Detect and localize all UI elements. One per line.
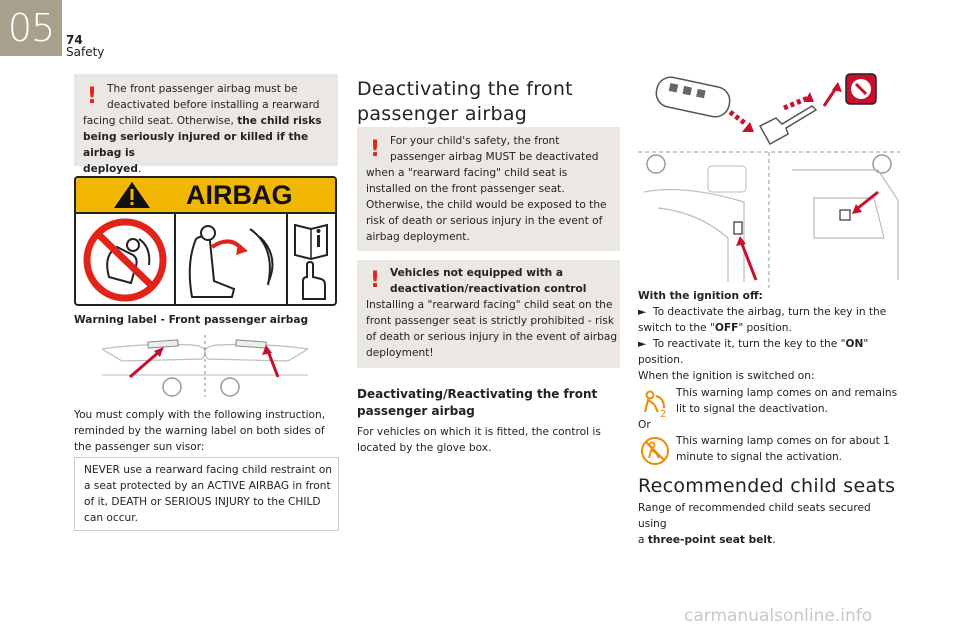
- notice-line: of it, DEATH or SERIOUS INJURY to the CH…: [84, 496, 321, 508]
- body-text: the passenger sun visor:: [74, 441, 205, 453]
- notice-line: a seat protected by an ACTIVE AIRBAG in …: [84, 480, 331, 492]
- step-text: To deactivate the airbag, turn the key i…: [652, 306, 887, 318]
- airbag-off-lamp-icon: 2: [644, 390, 666, 418]
- warning-line: For your child's safety, the front: [390, 135, 560, 147]
- svg-text:2: 2: [660, 409, 666, 418]
- bullet-icon: ►: [638, 338, 647, 350]
- warning-triangle-icon: [114, 182, 150, 208]
- chapter-tab: 05: [0, 0, 62, 56]
- body-text: When the ignition is switched on:: [638, 370, 815, 382]
- warning-box-rearward-seat: ! The front passenger airbag must be dea…: [74, 74, 338, 175]
- glove-box-illustration: [638, 151, 900, 288]
- section-title: Safety: [66, 45, 105, 59]
- warning-box-childs-safety: ! For your child's safety, the front pas…: [357, 127, 620, 251]
- warning-line: front passenger seat is strictly prohibi…: [366, 315, 614, 327]
- exclamation-icon: !: [87, 84, 98, 109]
- warning-line: risk of death or serious injury in the e…: [366, 215, 603, 227]
- body-text: reminded by the warning label on both si…: [74, 425, 325, 437]
- warning-line: Otherwise, the child would be exposed to…: [366, 199, 607, 211]
- subsection-heading: Deactivating/Reactivating the front: [357, 387, 598, 401]
- exclamation-icon: !: [370, 268, 381, 293]
- lamp-text: lit to signal the deactivation.: [676, 403, 828, 415]
- notice-line: NEVER use a rearward facing child restra…: [84, 464, 333, 476]
- body-text: You must comply with the following instr…: [74, 409, 326, 421]
- punctuation: .: [137, 163, 142, 175]
- warning-line: deployment!: [366, 347, 434, 359]
- sun-visor-illustration: [102, 335, 308, 397]
- warning-line: of death or serious injury in the event …: [366, 331, 618, 343]
- body-text: Range of recommended child seats secured…: [638, 502, 871, 530]
- bullet-icon: ►: [638, 306, 647, 318]
- step-text: switch to the ": [638, 322, 715, 334]
- warning-line: passenger airbag MUST be deactivated: [390, 151, 599, 163]
- lamp-text: minute to signal the activation.: [676, 451, 843, 463]
- airbag-label-title: AIRBAG: [186, 180, 293, 210]
- body-text: a: [638, 534, 648, 546]
- warning-emphasis: being seriously injured or killed if the…: [83, 131, 309, 159]
- warning-line: facing child seat. Otherwise,: [83, 115, 238, 127]
- subsection-heading: passenger airbag: [357, 404, 475, 418]
- body-emphasis: three-point seat belt: [647, 534, 773, 546]
- warning-line: Installing a "rearward facing" child sea…: [366, 299, 613, 311]
- off-label: OFF: [714, 322, 739, 334]
- lamp-text: This warning lamp comes on and remains: [676, 387, 898, 399]
- airbag-warning-label: AIRBAG: [74, 176, 337, 306]
- warning-box-no-control: ! Vehicles not equipped with a deactivat…: [357, 260, 620, 368]
- warning-title: Vehicles not equipped with a: [390, 267, 564, 279]
- lamp-text: This warning lamp comes on for about 1: [676, 435, 890, 447]
- page-number: 74: [66, 33, 83, 47]
- or-text: Or: [638, 419, 651, 431]
- notice-line: can occur.: [84, 512, 138, 524]
- step-text: position.: [638, 354, 684, 366]
- step-text: To reactivate it, turn the key to the ": [652, 338, 846, 350]
- key-switch-illustration: [655, 73, 877, 146]
- step-text: " position.: [738, 322, 792, 334]
- section-heading: Deactivating the front: [357, 78, 573, 100]
- body-text: located by the glove box.: [357, 442, 492, 454]
- manual-book-icon: [294, 223, 328, 300]
- warning-line: deactivated before installing a rearward: [107, 99, 320, 111]
- step-text: ": [863, 338, 869, 350]
- warning-line: airbag deployment.: [366, 231, 470, 243]
- body-text: For vehicles on which it is fitted, the …: [357, 426, 601, 438]
- airbag-deploy-icon: [188, 225, 274, 298]
- exclamation-icon: !: [370, 137, 381, 162]
- watermark: carmanualsonline.info: [684, 606, 873, 626]
- warning-emphasis: deployed: [83, 163, 138, 175]
- no-rear-facing-seat-icon: [83, 218, 167, 302]
- warning-line: when a "rearward facing" child seat is: [366, 167, 568, 179]
- warning-line: The front passenger airbag must be: [107, 83, 298, 95]
- section-heading: passenger airbag: [357, 103, 528, 125]
- warning-emphasis: the child risks: [237, 115, 322, 127]
- section-heading: Recommended child seats: [638, 475, 896, 497]
- punctuation: .: [772, 534, 776, 546]
- airbag-on-lamp-icon: [641, 437, 669, 465]
- warning-title: deactivation/reactivation control: [390, 283, 587, 295]
- ignition-heading: With the ignition off:: [638, 290, 763, 302]
- on-label: ON: [845, 338, 864, 350]
- warning-line: installed on the front passenger seat.: [366, 183, 565, 195]
- visor-notice-box: NEVER use a rearward facing child restra…: [74, 457, 339, 531]
- figure-caption: Warning label - Front passenger airbag: [74, 314, 309, 326]
